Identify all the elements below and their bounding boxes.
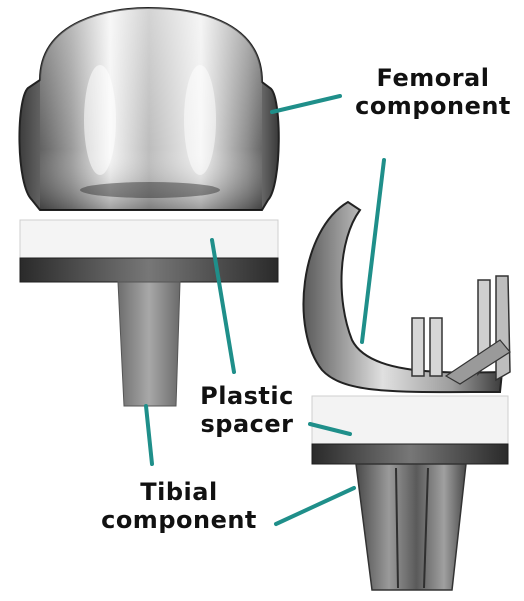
tibial-stem-front: [118, 282, 180, 406]
plastic-spacer-label: Plastic spacer: [182, 382, 312, 438]
femoral-label-line1: Femoral: [348, 64, 518, 92]
plastic-spacer-side: [312, 396, 508, 444]
leader-femoral-front: [272, 96, 340, 112]
tibial-label-line2: component: [84, 506, 274, 534]
leader-tibial-side: [276, 488, 354, 524]
side-view-implant: [303, 202, 510, 590]
femoral-component-label: Femoral component: [348, 64, 518, 120]
front-view-implant: [19, 8, 278, 406]
femoral-label-line2: component: [348, 92, 518, 120]
tibial-component-label: Tibial component: [84, 478, 274, 534]
plastic-spacer-front: [20, 220, 278, 258]
plastic-label-line2: spacer: [182, 410, 312, 438]
leader-tibial-front: [146, 406, 152, 464]
tibial-label-line1: Tibial: [84, 478, 274, 506]
tibial-stem-side: [356, 464, 466, 590]
plastic-label-line1: Plastic: [182, 382, 312, 410]
tibial-tray-front: [20, 258, 278, 282]
leader-femoral-side: [362, 160, 384, 342]
tibial-tray-side: [312, 444, 508, 464]
